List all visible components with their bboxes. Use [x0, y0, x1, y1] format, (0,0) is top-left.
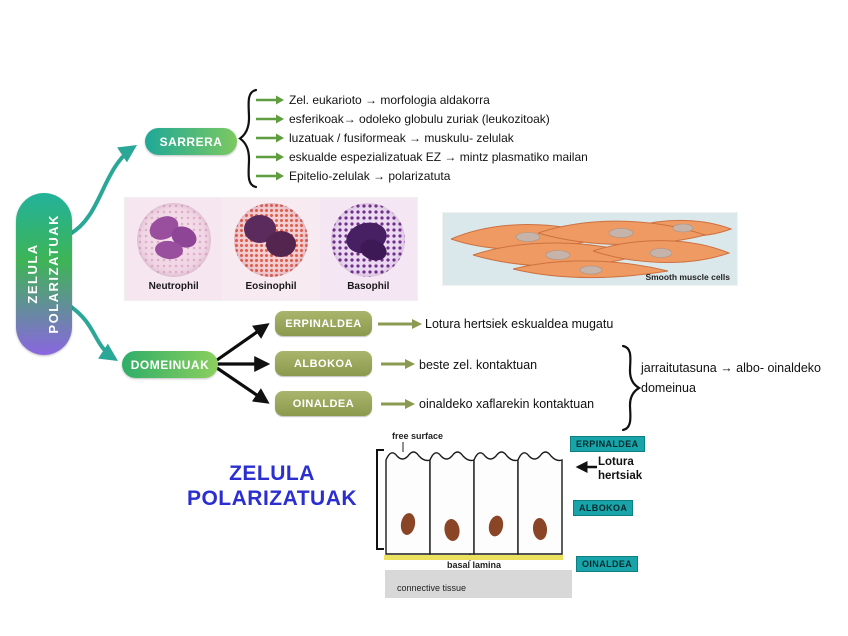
- junction-label-line1: Lotura: [598, 456, 634, 468]
- bullet-text: luzatuak / fusiformeak → muskulu- zelula…: [289, 130, 514, 145]
- branch-label: OINALDEA: [292, 397, 355, 410]
- bullet-row: Zel. eukarioto → morfologia aldakorra: [256, 90, 588, 109]
- bullet-row: luzatuak / fusiformeak → muskulu- zelula…: [256, 128, 588, 147]
- arrow-domeinuak-to-erpinaldea: [216, 323, 270, 362]
- branch-arrow-icon: [381, 359, 415, 369]
- bottom-section-title: ZELULA POLARIZATUAK: [178, 461, 366, 511]
- blood-cell-label: Basophil: [347, 281, 390, 292]
- connective-tissue-box: connective tissue: [385, 570, 572, 598]
- branch-label: ALBOKOA: [293, 357, 354, 370]
- root-label-line1: ZELULA: [25, 243, 41, 305]
- tag-oinaldea: OINALDEA: [576, 556, 639, 572]
- eosinophil-figure: Eosinophil: [222, 198, 320, 300]
- sarrera-label: SARRERA: [159, 134, 223, 149]
- smooth-muscle-cells-image: [450, 219, 733, 278]
- junction-label: Lotura hertsiak: [598, 455, 642, 483]
- branch-pill-oinaldea: OINALDEA: [275, 391, 372, 416]
- basal-lamina-label: basal lamina: [447, 560, 502, 570]
- branch-arrow-icon: [378, 319, 422, 329]
- domeinuak-label: DOMEINUAK: [130, 357, 210, 372]
- neutrophil-figure: Neutrophil: [125, 198, 223, 300]
- root-node: ZELULA POLARIZATUAK: [16, 193, 72, 355]
- root-node-label: ZELULA POLARIZATUAK: [23, 214, 65, 334]
- muscle-panel-caption: Smooth muscle cells: [645, 272, 730, 282]
- branch-desc-erpinaldea: Lotura hertsiek eskualdea mugatu: [425, 317, 614, 331]
- brace-note-line1: jarraitutasuna → albo- oinaldeko: [641, 361, 821, 375]
- bullet-arrow-icon: [256, 114, 284, 123]
- branch-arrow-icon: [381, 399, 415, 409]
- bullet-text: eskualde espezializatuak EZ → mintz plas…: [289, 149, 588, 164]
- arrow-root-to-domeinuak: [68, 304, 119, 361]
- bottom-title-line2: POLARIZATUAK: [186, 487, 358, 510]
- basophil-cell-image: [331, 203, 406, 277]
- branch-label: ERPINALDEA: [285, 317, 362, 330]
- free-surface-label: free surface: [392, 431, 444, 441]
- smooth-muscle-panel: Smooth muscle cells: [443, 213, 737, 285]
- bullet-text: Epitelio-zelulak → polarizatuta: [289, 168, 451, 183]
- blood-cell-label: Neutrophil: [148, 281, 199, 292]
- arrow-domeinuak-to-oinaldea: [216, 366, 270, 404]
- bullet-arrow-icon: [256, 95, 284, 104]
- epithelium-figure: [384, 451, 563, 560]
- right-curly-brace: [621, 344, 642, 432]
- brace-note-line2: domeinua: [641, 381, 696, 395]
- bullet-text: Zel. eukarioto → morfologia aldakorra: [289, 92, 490, 107]
- bullet-row: esferikoak→ odoleko globulu zuriak (leuk…: [256, 109, 588, 128]
- junction-label-line2: hertsiak: [598, 470, 643, 482]
- branch-pill-albokoa: ALBOKOA: [275, 351, 372, 376]
- root-label-line2: POLARIZATUAK: [46, 214, 61, 334]
- bullet-row: eskualde espezializatuak EZ → mintz plas…: [256, 147, 588, 166]
- branch-pill-erpinaldea: ERPINALDEA: [275, 311, 372, 336]
- neutrophil-cell-image: [136, 203, 211, 277]
- domeinuak-node: DOMEINUAK: [122, 351, 218, 378]
- branch-desc-albokoa: beste zel. kontaktuan: [419, 358, 538, 372]
- blood-cell-label: Eosinophil: [245, 281, 297, 292]
- eosinophil-cell-image: [233, 203, 308, 277]
- bullet-arrow-icon: [256, 152, 284, 161]
- sarrera-bullet-list: Zel. eukarioto → morfologia aldakorra es…: [256, 90, 588, 185]
- bottom-title-line1: ZELULA: [229, 462, 315, 485]
- nucleus-lobe: [265, 231, 296, 257]
- tag-erpinaldea: ERPINALDEA: [570, 436, 645, 452]
- bullet-arrow-icon: [256, 133, 284, 142]
- bullet-text: esferikoak→ odoleko globulu zuriak (leuk…: [289, 111, 550, 126]
- sarrera-node: SARRERA: [145, 128, 237, 155]
- blood-cells-panel: Neutrophil Eosinophil Basophil: [125, 198, 417, 300]
- branch-desc-oinaldea: oinaldeko xaflarekin kontaktuan: [419, 397, 595, 411]
- basophil-figure: Basophil: [319, 198, 417, 300]
- bullet-row: Epitelio-zelulak → polarizatuta: [256, 166, 588, 185]
- connective-tissue-label: connective tissue: [397, 583, 467, 593]
- tag-albokoa: ALBOKOA: [573, 500, 634, 516]
- bullet-arrow-icon: [256, 171, 284, 180]
- left-curly-brace: [238, 88, 258, 189]
